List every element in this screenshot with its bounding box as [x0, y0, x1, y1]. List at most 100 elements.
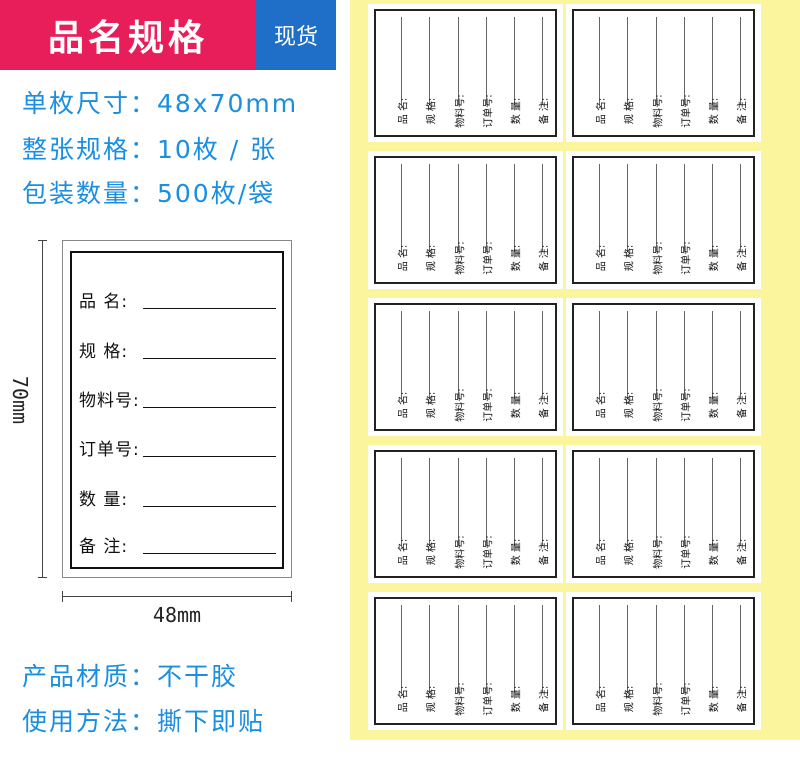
sheet-sticker-field-label: 备 注:: [737, 244, 749, 272]
sheet-sticker-field-label: 品 名:: [596, 97, 608, 125]
width-dimension-line: [62, 596, 292, 597]
sheet-sticker-field-label: 规 格:: [624, 391, 636, 419]
sheet-sticker-field: 物料号:: [449, 17, 469, 131]
sheet-sticker-field: 规 格:: [618, 311, 638, 425]
sheet-sticker-field: 品 名:: [392, 605, 412, 719]
sheet-sticker-field-line: [486, 164, 487, 252]
sheet-sticker-field: 物料号:: [449, 311, 469, 425]
sheet-sticker-field-label: 备 注:: [737, 685, 749, 713]
sheet-sticker-frame: 品 名:规 格:物料号:订单号:数 量:备 注:: [572, 597, 755, 725]
sheet-sticker-field: 订单号:: [675, 605, 695, 719]
sheet-sticker-field-line: [712, 605, 713, 693]
sheet-sticker-frame: 品 名:规 格:物料号:订单号:数 量:备 注:: [374, 450, 557, 578]
sheet-sticker-field: 数 量:: [505, 311, 525, 425]
sheet-sticker-field-line: [458, 17, 459, 105]
sheet-sticker-field: 订单号:: [675, 164, 695, 278]
sheet-sticker-field: 订单号:: [477, 458, 497, 572]
sheet-sticker-field-label: 品 名:: [398, 685, 410, 713]
sheet-sticker-field-label: 数 量:: [511, 685, 523, 713]
sheet-sticker-frame: 品 名:规 格:物料号:订单号:数 量:备 注:: [572, 303, 755, 431]
sheet-sticker-field-line: [712, 311, 713, 399]
sheet-sticker-field-label: 物料号:: [455, 535, 467, 569]
sheet-sticker-field: 数 量:: [505, 164, 525, 278]
header-title: 品名规格: [0, 0, 256, 70]
sheet-sticker-field-label: 品 名:: [398, 391, 410, 419]
sheet-sticker-field-label: 备 注:: [737, 538, 749, 566]
sheet-sticker-field-label: 物料号:: [455, 682, 467, 716]
sheet-sticker-field-line: [599, 17, 600, 105]
sheet-sticker-field-line: [740, 311, 741, 399]
spec-usage: 使用方法：撕下即贴: [22, 707, 266, 736]
sheet-sticker-field-line: [401, 17, 402, 105]
sheet-sticker-frame: 品 名:规 格:物料号:订单号:数 量:备 注:: [374, 156, 557, 284]
width-dimension-cap-left: [62, 591, 63, 602]
sheet-sticker-label: 品 名: 规 格: 物料号: 订单号: 数 量: 备 注:: [368, 298, 563, 436]
sample-field-label: 品 名:: [79, 292, 129, 312]
sheet-sticker-field: 数 量:: [505, 458, 525, 572]
sheet-sticker-field-line: [740, 605, 741, 693]
sheet-sticker-field-line: [599, 605, 600, 693]
spec-material: 产品材质：不干胶: [22, 662, 239, 691]
sheet-sticker-field-line: [542, 164, 543, 252]
sheet-sticker-label: 品 名:规 格:物料号:订单号:数 量:备 注:: [368, 151, 563, 289]
sheet-sticker-field-line: [429, 605, 430, 693]
sheet-sticker-field: 订单号:: [477, 605, 497, 719]
sheet-sticker-field-label: 数 量:: [709, 244, 721, 272]
sheet-sticker-field-line: [627, 164, 628, 252]
sample-field-row: 物料号:: [79, 386, 276, 411]
sheet-sticker-field-line: [656, 458, 657, 546]
sheet-sticker-field: 备 注:: [731, 17, 751, 131]
sheet-sticker-field-label: 备 注:: [539, 244, 551, 272]
sheet-sticker-field: 备 注:: [731, 311, 751, 425]
sheet-sticker-field-label: 数 量:: [511, 391, 523, 419]
sheet-sticker-field-label: 规 格:: [624, 685, 636, 713]
sheet-sticker-field-line: [599, 458, 600, 546]
sheet-sticker-field-line: [656, 164, 657, 252]
sheet-sticker-field: 规 格:: [420, 311, 440, 425]
height-dimension-cap-top: [38, 240, 47, 241]
sheet-sticker-field: 品 名:: [590, 605, 610, 719]
sheet-sticker-frame: 品 名: 规 格: 物料号: 订单号: 数 量: 备 注:: [374, 303, 557, 431]
sheet-sticker-field-label: 订单号:: [681, 241, 693, 275]
sheet-sticker-field-line: [486, 458, 487, 546]
sheet-sticker-field: 规 格:: [618, 458, 638, 572]
sheet-sticker-field-label: 订单号:: [483, 682, 495, 716]
sheet-sticker-field-label: 备 注:: [737, 391, 749, 419]
sheet-sticker-field-line: [627, 17, 628, 105]
sheet-sticker-field-label: 订单号:: [483, 388, 495, 422]
sheet-sticker-field-line: [542, 605, 543, 693]
sheet-sticker-field: 订单号:: [675, 17, 695, 131]
in-stock-badge: 现货: [256, 0, 336, 70]
sheet-sticker-field-label: 规 格:: [426, 97, 438, 125]
sample-label-frame: 品 名: 规 格: 物料号: 订单号: 数 量: 备 注:: [70, 251, 284, 569]
sheet-sticker-field: 备 注:: [731, 605, 751, 719]
sheet-sticker-field-label: 规 格:: [426, 538, 438, 566]
sheet-sticker-field-line: [740, 164, 741, 252]
sheet-sticker-field: 订单号:: [477, 311, 497, 425]
sheet-sticker-field-line: [656, 17, 657, 105]
sample-field-row: 数 量:: [79, 485, 276, 510]
sheet-sticker-field-line: [684, 17, 685, 105]
sheet-sticker-field: 规 格:: [618, 164, 638, 278]
sheet-sticker-field-label: 物料号:: [455, 241, 467, 275]
sheet-sticker-field-label: 物料号:: [653, 94, 665, 128]
sheet-sticker-field: 备 注:: [533, 311, 553, 425]
sheet-sticker-field-line: [627, 311, 628, 399]
sheet-sticker-frame: 品 名:规 格:物料号:订单号:数 量:备 注:: [374, 597, 557, 725]
sheet-sticker-field-line: [684, 311, 685, 399]
sheet-sticker-field: 品 名:: [590, 311, 610, 425]
sheet-sticker-field-label: 物料号:: [455, 94, 467, 128]
sample-field-line: [143, 407, 276, 408]
sheet-sticker-field-label: 规 格:: [426, 244, 438, 272]
sheet-sticker-field-label: 备 注:: [539, 391, 551, 419]
sheet-sticker-field: 品 名:: [590, 17, 610, 131]
sheet-sticker-field-line: [458, 311, 459, 399]
sheet-sticker-field: 订单号:: [675, 458, 695, 572]
sheet-sticker-field-label: 数 量:: [511, 244, 523, 272]
sheet-sticker-frame: 品 名:规 格:物料号:订单号:数 量:备 注:: [572, 9, 755, 137]
sheet-sticker-field: 物料号:: [647, 17, 667, 131]
sheet-sticker-field-line: [712, 164, 713, 252]
sheet-sticker-field-label: 品 名:: [596, 391, 608, 419]
height-dimension-label: 70mm: [8, 375, 32, 425]
sheet-sticker-field: 物料号:: [647, 605, 667, 719]
